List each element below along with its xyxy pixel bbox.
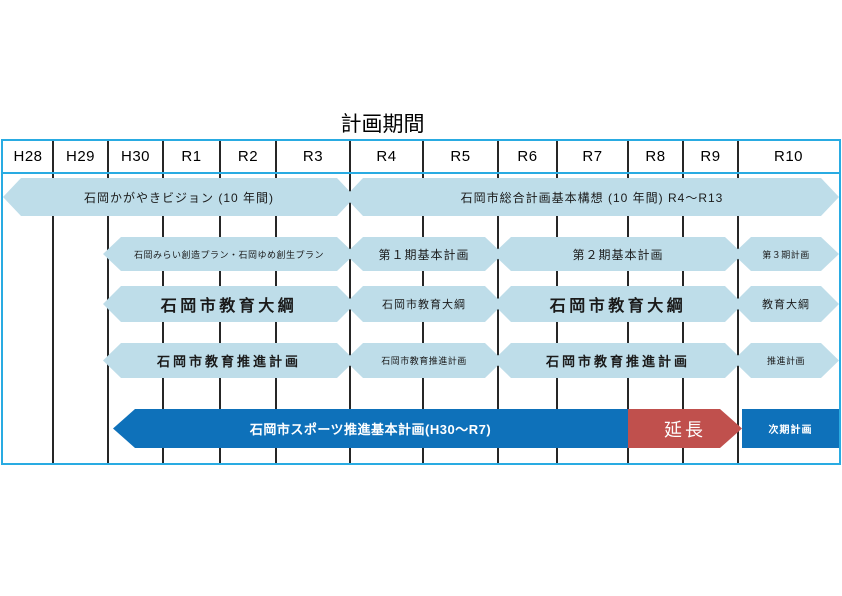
chart-inner: H28 H29 H30 R1 R2 R3 R4 R5 R6 R7 R8 R9 R10 石岡かがやきビジョ… bbox=[3, 141, 839, 463]
year-header-R6: R6 bbox=[517, 148, 538, 165]
page-title: 計画期間 bbox=[340, 112, 425, 136]
education-outline-band: 教育大綱 bbox=[733, 286, 839, 322]
timeline-chart: H28 H29 H30 R1 R2 R3 R4 R5 R6 R7 R8 R9 R10 石岡かがやきビジョ… bbox=[1, 139, 841, 465]
grid-line bbox=[52, 141, 54, 463]
year-header-R2: R2 bbox=[237, 148, 259, 165]
basic-plan-band: 石岡みらい創造プラン・石岡ゆめ創生プラン bbox=[103, 237, 355, 271]
education-outline-band: 石岡市教育大綱 bbox=[345, 286, 503, 322]
year-header-R4: R4 bbox=[376, 148, 397, 165]
basic-plan-band: 第１期基本計画 bbox=[345, 237, 503, 271]
basic-plan-band: 第２期基本計画 bbox=[493, 237, 743, 271]
year-header-R1: R1 bbox=[181, 148, 202, 165]
education-promotion-plan-band: 推進計画 bbox=[733, 343, 839, 378]
year-header-row: H28 H29 H30 R1 R2 R3 R4 R5 R6 R7 R8 R9 R10 bbox=[3, 141, 839, 172]
city-vision-band: 石岡市総合計画基本構想 (10 年間) R4～R13 bbox=[345, 178, 839, 216]
year-header-R3: R3 bbox=[302, 148, 324, 165]
year-header-R8: R8 bbox=[645, 148, 666, 165]
header-separator bbox=[3, 172, 839, 174]
sports-plan-band: 石岡市スポーツ推進基本計画(H30～R7) bbox=[113, 409, 628, 448]
education-outline-band: 石岡市教育大綱 bbox=[493, 286, 743, 322]
basic-plan-band: 第３期計画 bbox=[733, 237, 839, 271]
year-header-R10: R10 bbox=[773, 148, 804, 165]
education-outline-band: 石岡市教育大綱 bbox=[103, 286, 355, 322]
year-header-R7: R7 bbox=[582, 148, 603, 165]
sports-plan-band: 延長 bbox=[628, 409, 742, 448]
year-header-H28: H28 bbox=[13, 148, 43, 165]
year-header-R5: R5 bbox=[450, 148, 471, 165]
education-promotion-plan-band: 石岡市教育推進計画 bbox=[345, 343, 503, 378]
education-promotion-plan-band: 石岡市教育推進計画 bbox=[103, 343, 355, 378]
sports-plan-band: 次期計画 bbox=[742, 409, 839, 448]
year-header-R9: R9 bbox=[700, 148, 721, 165]
year-header-H30: H30 bbox=[120, 148, 151, 165]
year-header-H29: H29 bbox=[65, 148, 96, 165]
education-promotion-plan-band: 石岡市教育推進計画 bbox=[493, 343, 743, 378]
city-vision-band: 石岡かがやきビジョン (10 年間) bbox=[3, 178, 355, 216]
